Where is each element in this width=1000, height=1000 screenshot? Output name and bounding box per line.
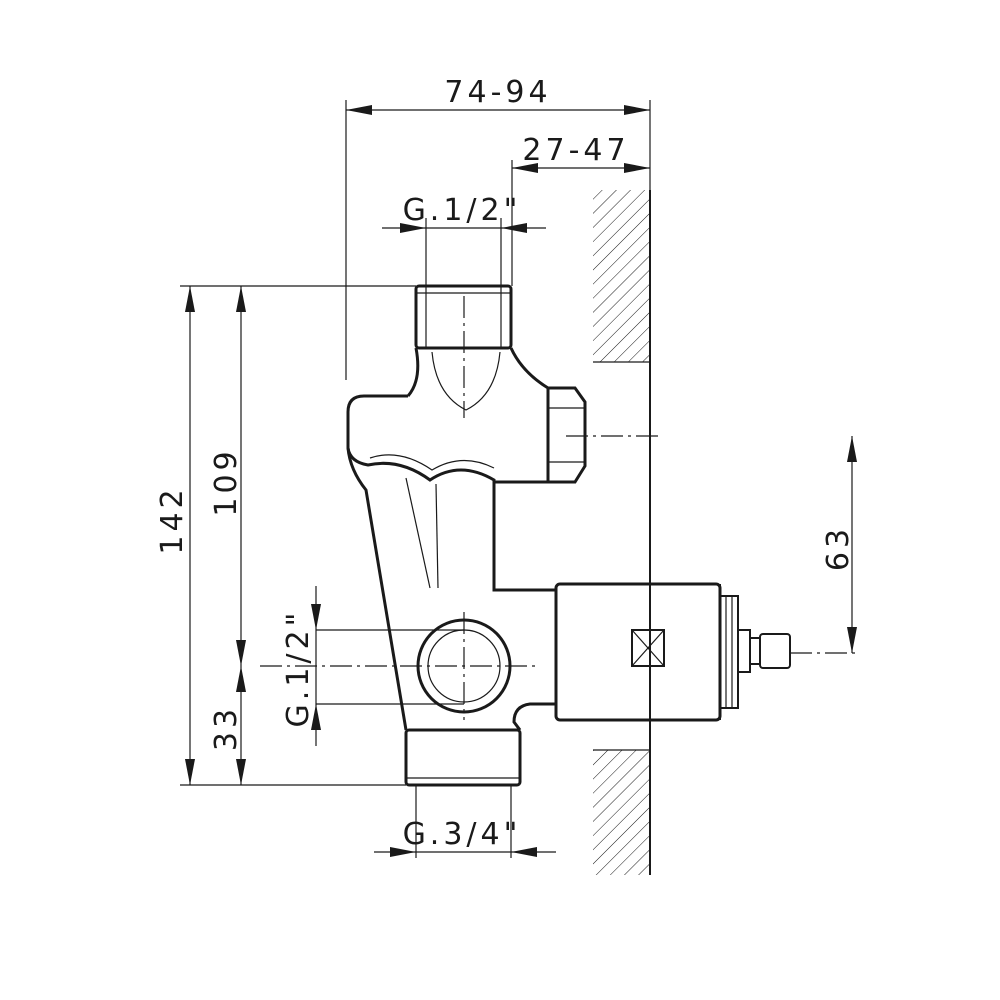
dimension-upper-height: 109 (209, 286, 246, 666)
wall-hatch-lower (593, 750, 650, 875)
overall-width-label: 74-94 (444, 75, 551, 110)
total-height-label: 142 (155, 485, 190, 554)
dimension-side-inlet: G.1/2" (281, 586, 464, 746)
cartridge (554, 582, 791, 722)
wall-hatch-upper (593, 190, 650, 362)
upper-height-label: 109 (209, 447, 244, 516)
spindle-height-label: 63 (821, 525, 856, 571)
dimension-bottom-outlet: G.3/4" (374, 785, 556, 858)
dimension-spindle-height: 63 (821, 436, 857, 653)
dimension-lower-height: 33 (209, 666, 246, 785)
lower-height-label: 33 (209, 705, 244, 751)
wall (593, 190, 651, 875)
center-lines (260, 296, 860, 720)
side-inlet-label: G.1/2" (281, 609, 316, 728)
bottom-outlet-label: G.3/4" (403, 817, 522, 852)
dimension-total-height: 142 (155, 285, 416, 786)
dimension-wall-offset: 27-47 (511, 133, 650, 286)
valve-body (346, 284, 587, 787)
dimension-overall-width: 74-94 (345, 75, 651, 380)
square-marker-icon (631, 629, 665, 667)
top-inlet-label: G.1/2" (403, 193, 522, 228)
wall-offset-label: 27-47 (522, 133, 629, 168)
dimension-top-inlet: G.1/2" (382, 193, 546, 286)
